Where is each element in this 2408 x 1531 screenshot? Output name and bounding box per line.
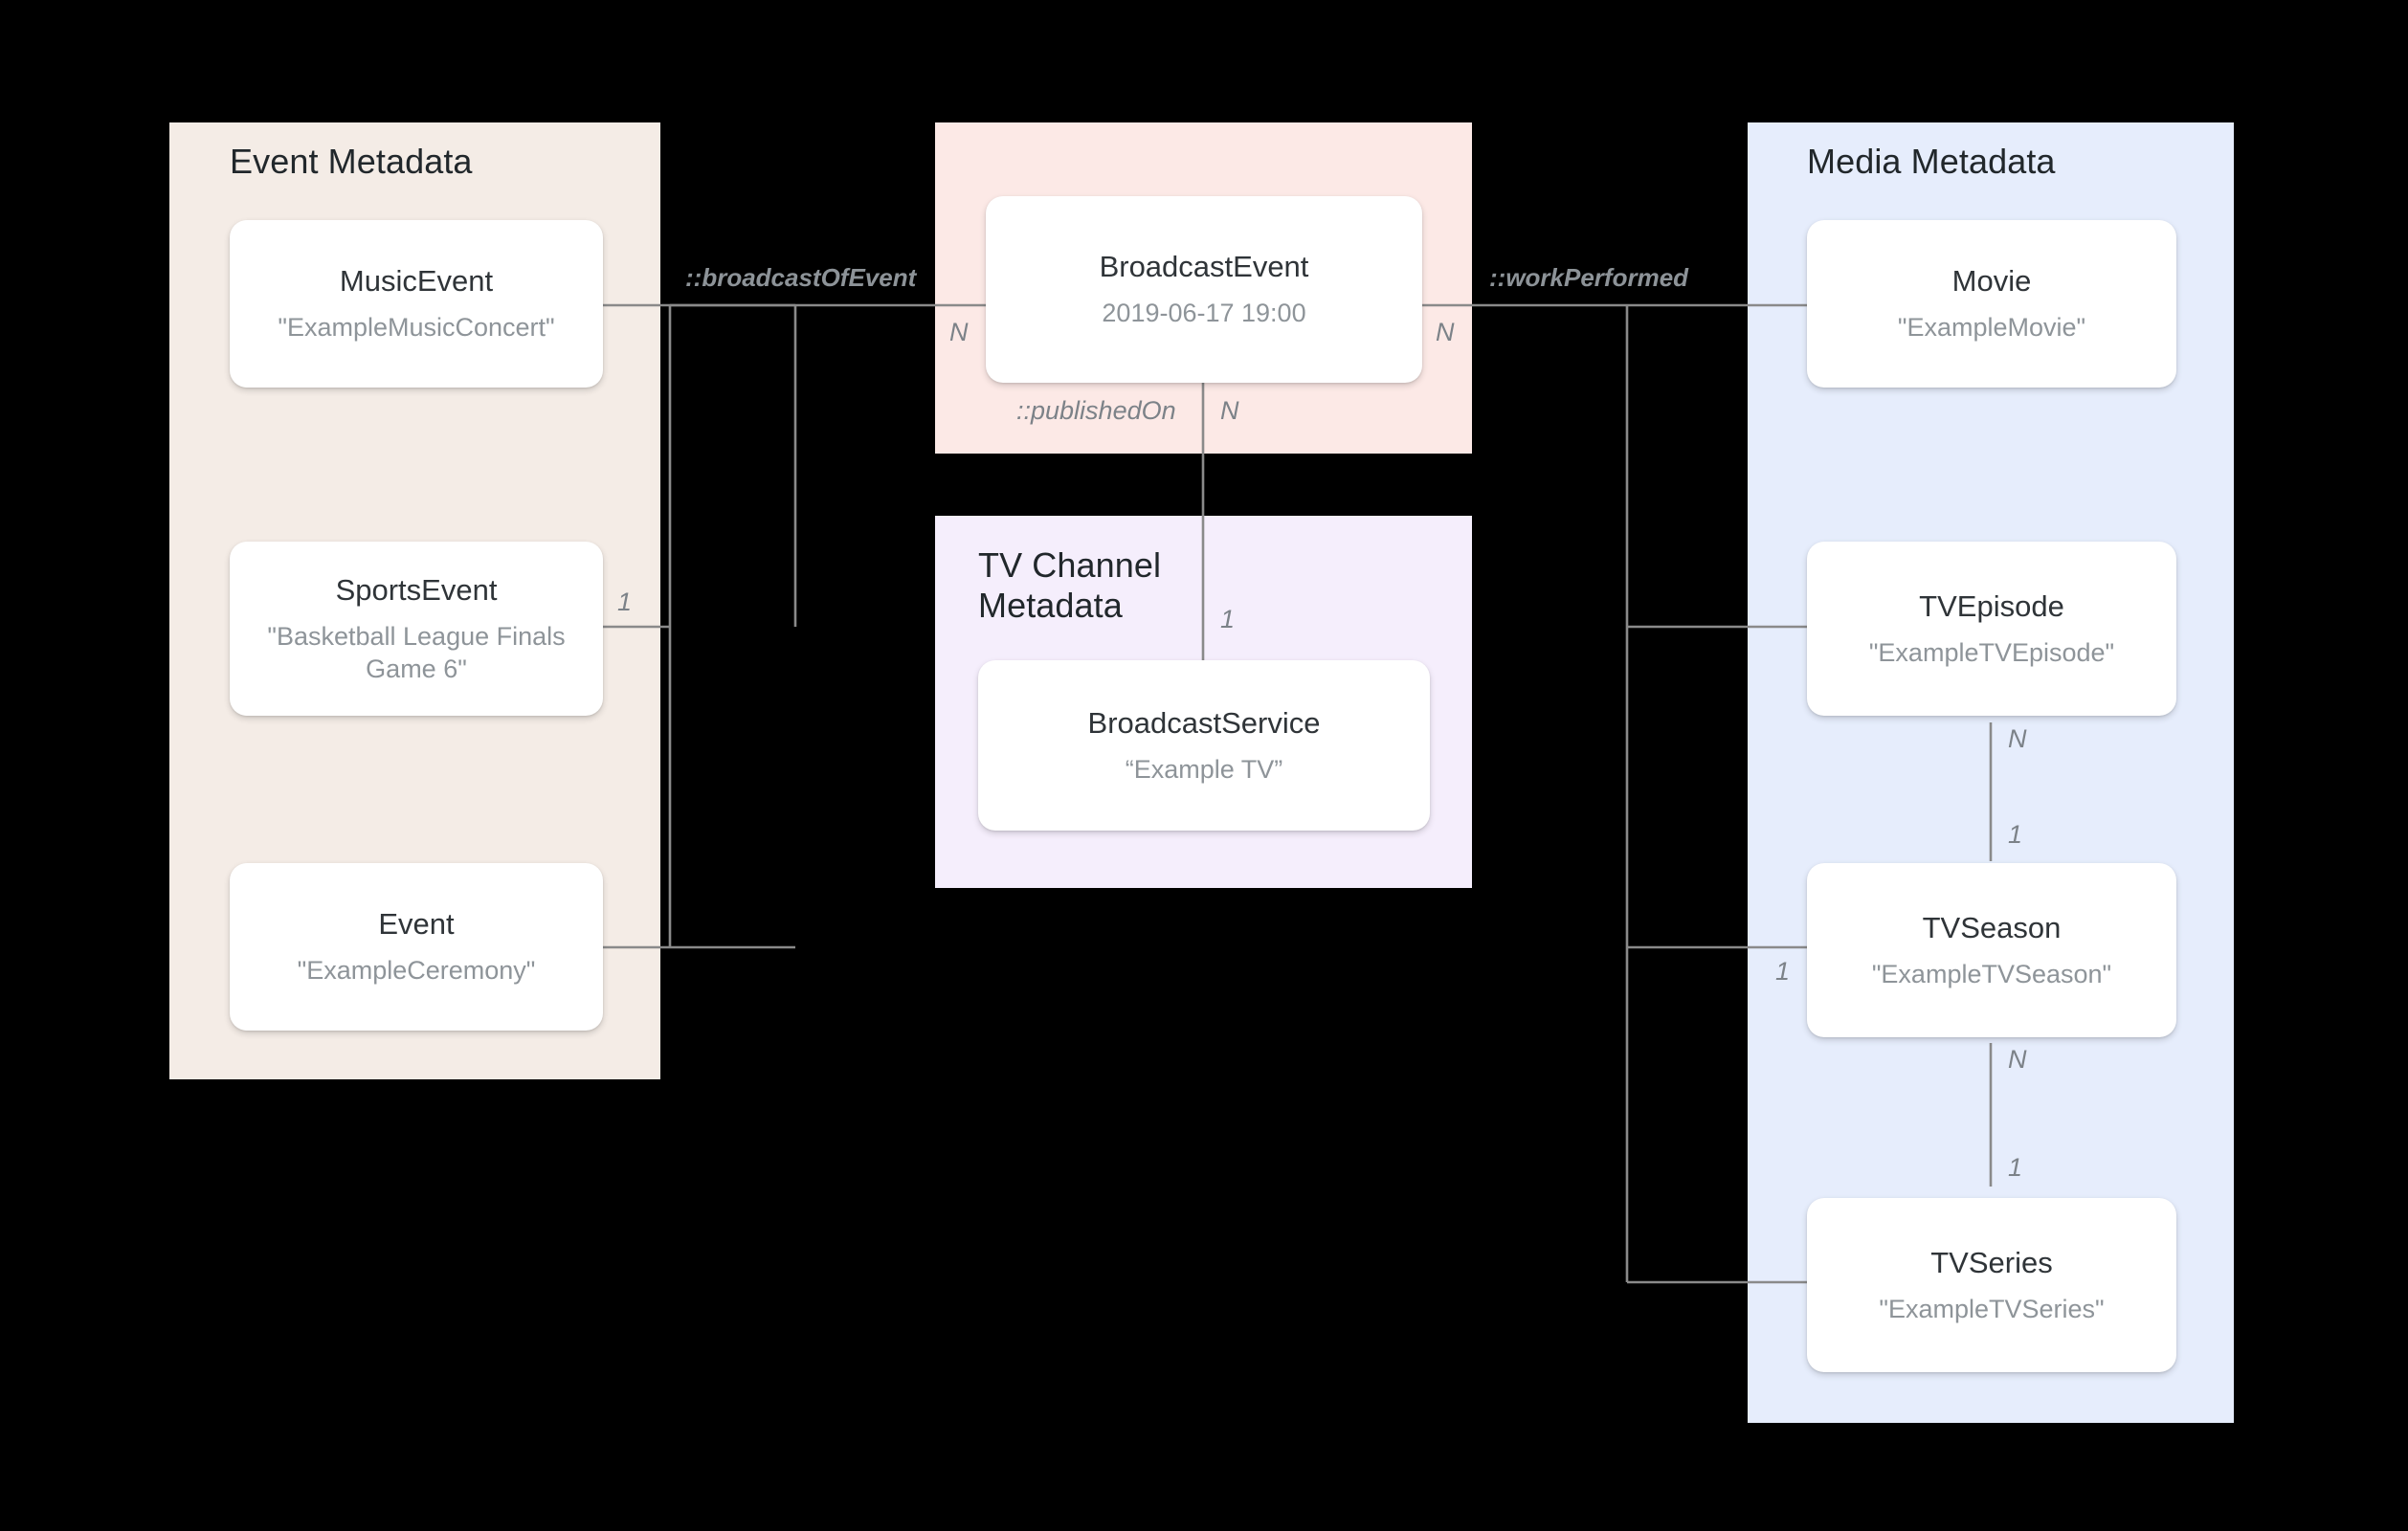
card-tv-episode[interactable]: TVEpisode "ExampleTVEpisode" <box>1807 542 2176 716</box>
card-event[interactable]: Event "ExampleCeremony" <box>230 863 603 1031</box>
card-music-event[interactable]: MusicEvent "ExampleMusicConcert" <box>230 220 603 388</box>
card-value-broadcast-service: “Example TV” <box>1125 754 1283 784</box>
card-type-tv-season: TVSeason <box>1922 910 2062 944</box>
card-value-tv-series: "ExampleTVSeries" <box>1879 1294 2105 1323</box>
relation-label-published-on: ::publishedOn <box>1016 396 1176 425</box>
card-type-event: Event <box>378 907 455 942</box>
card-movie[interactable]: Movie "ExampleMovie" <box>1807 220 2176 388</box>
card-type-music-event: MusicEvent <box>339 264 494 299</box>
cardinality-tv-series-1: 1 <box>2008 1153 2023 1182</box>
card-sports-event[interactable]: SportsEvent "Basketball League Finals Ga… <box>230 542 603 716</box>
card-type-broadcast-service: BroadcastService <box>1087 705 1321 740</box>
card-tv-series[interactable]: TVSeries "ExampleTVSeries" <box>1807 1198 2176 1372</box>
card-value-tv-episode: "ExampleTVEpisode" <box>1868 637 2115 667</box>
card-type-sports-event: SportsEvent <box>335 572 498 607</box>
panel-title-media-metadata: Media Metadata <box>1807 142 2056 181</box>
card-type-broadcast-event: BroadcastEvent <box>1099 250 1309 284</box>
card-broadcast-event[interactable]: BroadcastEvent 2019-06-17 19:00 <box>986 196 1422 383</box>
card-value-movie: "ExampleMovie" <box>1897 313 2086 343</box>
card-value-event: "ExampleCeremony" <box>297 956 536 986</box>
panel-title-event-metadata: Event Metadata <box>230 142 473 181</box>
cardinality-broadcast-service-1: 1 <box>1220 605 1236 633</box>
card-value-music-event: "ExampleMusicConcert" <box>278 313 555 343</box>
card-value-tv-season: "ExampleTVSeason" <box>1871 959 2112 988</box>
cardinality-sports-event-1: 1 <box>617 588 633 616</box>
cardinality-tv-episode-n: N <box>2008 724 2027 753</box>
card-broadcast-service[interactable]: BroadcastService “Example TV” <box>978 660 1430 831</box>
relation-label-broadcast-of-event: ::broadcastOfEvent <box>685 263 917 292</box>
card-tv-season[interactable]: TVSeason "ExampleTVSeason" <box>1807 863 2176 1037</box>
cardinality-tv-season-bottom-n: N <box>2008 1045 2027 1074</box>
cardinality-tv-season-side-1: 1 <box>1775 957 1791 986</box>
cardinality-broadcast-event-left-n: N <box>949 318 969 346</box>
panel-title-tv-channel-metadata: TV Channel Metadata <box>978 545 1162 626</box>
card-type-movie: Movie <box>1951 264 2032 299</box>
cardinality-broadcast-event-right-n: N <box>1436 318 1455 346</box>
card-type-tv-episode: TVEpisode <box>1919 588 2064 623</box>
card-value-sports-event: "Basketball League Finals Game 6" <box>267 621 566 683</box>
relation-label-work-performed: ::workPerformed <box>1489 263 1689 292</box>
cardinality-published-on-n: N <box>1220 396 1239 425</box>
card-type-tv-series: TVSeries <box>1930 1245 2053 1279</box>
card-value-broadcast-event: 2019-06-17 19:00 <box>1102 299 1306 328</box>
cardinality-tv-season-top-1: 1 <box>2008 820 2023 849</box>
